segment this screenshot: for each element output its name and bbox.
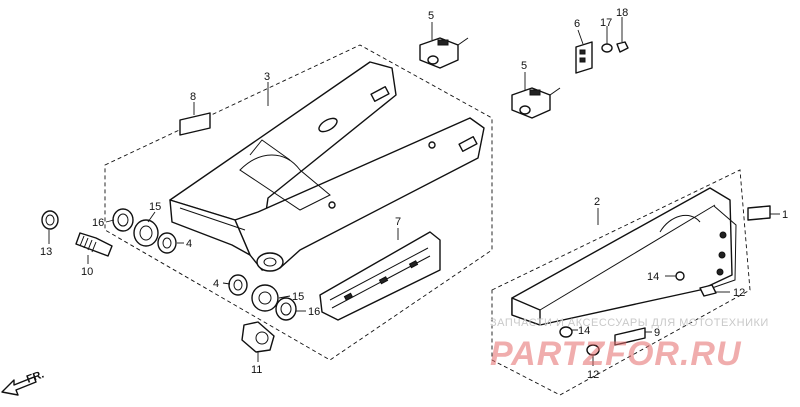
label-16-right: 16: [308, 306, 320, 318]
rubber-block-5-upper: [419, 37, 469, 69]
label-1: 1: [782, 209, 788, 221]
label-3: 3: [264, 71, 270, 83]
label-2: 2: [594, 196, 600, 208]
label-5-lower: 5: [521, 60, 527, 72]
direction-label: FR.: [25, 368, 46, 385]
label-5-upper: 5: [428, 10, 434, 22]
label-10: 10: [81, 266, 93, 278]
label-12-upper: 12: [733, 287, 745, 299]
sticker-1: [747, 205, 771, 221]
label-8: 8: [190, 91, 196, 103]
label-17: 17: [600, 17, 612, 29]
bolt-12-lower: [586, 344, 600, 356]
watermark-brand: PARTZFOR.RU: [490, 335, 742, 373]
label-13: 13: [40, 246, 52, 258]
bolt-12-upper: [699, 284, 717, 297]
front-direction-indicator: FR.: [1, 368, 46, 396]
assembly-boundary-right: [491, 169, 751, 396]
chain-case: [511, 187, 737, 326]
label-14-lower: 14: [578, 325, 590, 337]
label-11: 11: [251, 364, 262, 376]
label-9: 9: [654, 327, 660, 339]
label-15-right: 15: [292, 291, 304, 303]
label-16-left: 16: [92, 217, 104, 229]
collar-14-lower: [559, 326, 573, 338]
arrow-left-icon: [1, 376, 37, 396]
assembly-boundary-left: [104, 44, 493, 361]
pivot-parts-right: [228, 274, 297, 353]
nut-18: [616, 41, 629, 53]
sticker-9: [614, 327, 646, 346]
sticker-8: [179, 112, 211, 136]
chain-slider: [319, 231, 441, 321]
swingarm: [169, 61, 485, 272]
label-7: 7: [395, 216, 401, 228]
leader-lines: [48, 17, 780, 366]
plate-6: [575, 41, 593, 74]
watermark-tagline: ЗАПЧАСТИ И АКСЕССУАРЫ ДЛЯ МОТОТЕХНИКИ: [490, 317, 769, 329]
rubber-block-5-lower: [511, 87, 561, 119]
label-4-left: 4: [186, 238, 192, 250]
label-6: 6: [574, 18, 580, 30]
label-18: 18: [616, 7, 628, 19]
part-labels: 3 8 5 5 6 17 18 7 2 1 14 12 14 9 12 13 1…: [40, 7, 788, 381]
pivot-parts-left: [41, 208, 177, 257]
label-12-lower: 12: [587, 369, 599, 381]
label-15-left: 15: [149, 201, 161, 213]
label-4-right: 4: [213, 278, 219, 290]
watermark: ЗАПЧАСТИ И АКСЕССУАРЫ ДЛЯ МОТОТЕХНИКИ PA…: [490, 317, 769, 373]
label-14-upper: 14: [647, 271, 659, 283]
washer-17: [601, 43, 613, 53]
